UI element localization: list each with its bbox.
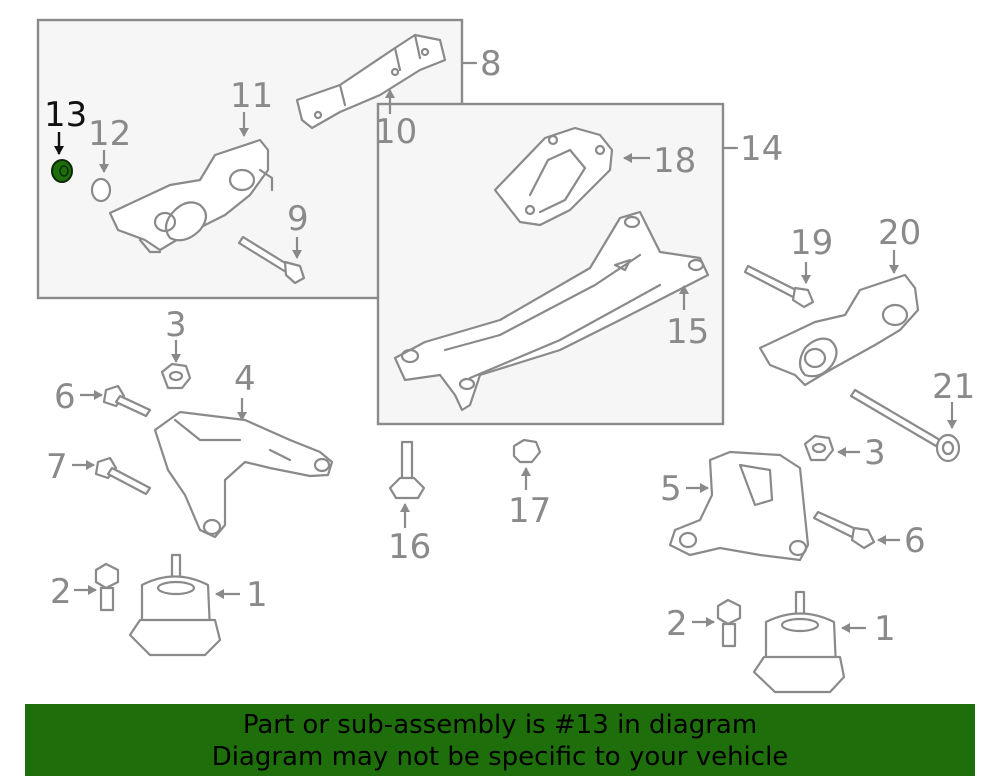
bolt-part-2-right[interactable] — [716, 598, 742, 648]
bolt-part-9[interactable] — [237, 235, 306, 285]
engine-mount-part-1-left[interactable] — [128, 553, 222, 657]
label-21: 21 — [932, 367, 975, 407]
label-6-right: 6 — [904, 521, 926, 561]
bracket-part-18[interactable] — [493, 126, 614, 227]
label-7: 7 — [46, 447, 68, 487]
washer-part-12[interactable] — [90, 177, 112, 203]
label-11: 11 — [230, 76, 273, 116]
label-20: 20 — [878, 213, 921, 253]
bolt-part-21[interactable] — [849, 388, 961, 463]
bracket-part-5[interactable] — [668, 450, 810, 562]
label-9: 9 — [287, 199, 309, 239]
label-1-right: 1 — [874, 609, 896, 649]
label-3-right: 3 — [864, 433, 886, 473]
bolt-part-6-right[interactable] — [812, 510, 876, 550]
bolt-part-19[interactable] — [743, 264, 815, 309]
label-2-right: 2 — [666, 604, 688, 644]
label-8: 8 — [480, 44, 502, 84]
mount-part-11[interactable] — [108, 138, 274, 254]
bracket-part-10[interactable] — [295, 33, 447, 130]
label-5: 5 — [660, 469, 682, 509]
label-4: 4 — [234, 359, 256, 399]
label-13: 13 — [44, 95, 87, 135]
stud-part-16[interactable] — [388, 440, 426, 500]
bolt-part-6-left[interactable] — [102, 384, 152, 418]
label-10: 10 — [374, 112, 417, 152]
label-14: 14 — [740, 129, 783, 169]
label-2-left: 2 — [50, 572, 72, 612]
label-15: 15 — [666, 312, 709, 352]
label-3-left: 3 — [165, 305, 187, 345]
nut-part-3-left[interactable] — [160, 362, 192, 390]
mount-part-20[interactable] — [758, 273, 920, 387]
bolt-part-7[interactable] — [94, 456, 152, 496]
nut-part-13-highlighted[interactable] — [51, 159, 73, 183]
label-16: 16 — [388, 527, 431, 567]
nut-part-3-right[interactable] — [803, 434, 835, 462]
label-12: 12 — [88, 114, 131, 154]
label-17: 17 — [508, 491, 551, 531]
label-6-left: 6 — [54, 377, 76, 417]
crossmember-part-15[interactable] — [393, 210, 710, 412]
bolt-part-2-left[interactable] — [94, 562, 120, 612]
engine-mount-part-1-right[interactable] — [752, 590, 846, 694]
bracket-part-4[interactable] — [153, 410, 334, 539]
label-18: 18 — [653, 141, 696, 181]
label-1-left: 1 — [246, 575, 268, 615]
parts-diagram: 8 10 11 12 13 9 14 18 15 19 20 21 3 3 4 … — [36, 18, 975, 694]
banner-line-1: Part or sub-assembly is #13 in diagram — [242, 710, 758, 740]
info-banner: Part or sub-assembly is #13 in diagram D… — [25, 704, 975, 776]
grommet-part-17[interactable] — [512, 438, 542, 464]
label-19: 19 — [790, 223, 833, 263]
banner-line-2: Diagram may not be specific to your vehi… — [211, 742, 789, 772]
